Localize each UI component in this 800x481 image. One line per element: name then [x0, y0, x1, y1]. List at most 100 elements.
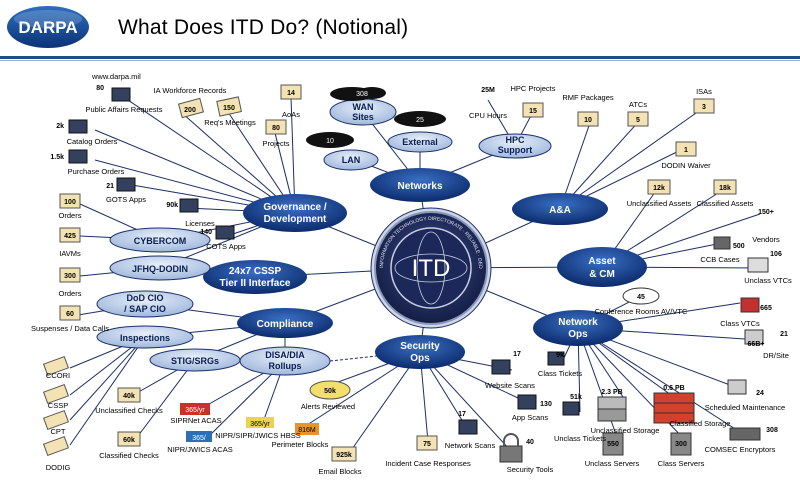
sub-cybercom: CYBERCOM — [109, 227, 211, 253]
diagram-label: ATCs — [629, 100, 647, 109]
item-labels: www.darpa.mil 80 Public Affairs Requests… — [31, 72, 792, 476]
diagram-label: 300 — [675, 441, 687, 448]
diagram-label: 365/ — [192, 435, 206, 442]
diagram-label: Req's Meetings — [204, 118, 256, 127]
folder-icon-isa: 3 — [693, 98, 715, 114]
folder-icon-incident: 75 — [416, 435, 438, 451]
folder-icon-rmf: 10 — [577, 111, 599, 127]
diagram-label: Suspenses / Data Calls — [31, 324, 109, 333]
diagram-label: 500 — [733, 243, 745, 250]
diagram-label: 300 — [64, 273, 76, 280]
diagram-label: 1.5k — [50, 154, 64, 161]
hbss-badge: 365/yr — [246, 417, 274, 428]
diagram-label: 80 — [272, 125, 280, 132]
perimeter-badge: 816M — [295, 423, 319, 435]
slide-header: DARPA What Does ITD Do? (Notional) — [0, 0, 800, 61]
diagram-label: 2.3 PB — [601, 389, 622, 396]
diagram-label: Vendors — [752, 235, 780, 244]
lock-icon — [499, 433, 523, 463]
diagram-label: Ops — [410, 353, 430, 364]
diagram-label: Classified Assets — [697, 199, 754, 208]
diagram-label: DODIN Waiver — [661, 161, 711, 170]
diagram-label: App Scans — [512, 413, 549, 422]
diagram-label: 3 — [702, 104, 706, 111]
darpa-logo: DARPA — [7, 6, 89, 48]
diagram-label: 0.6 PB — [663, 385, 684, 392]
diagram-label: Orders — [59, 211, 82, 220]
diagram-label: Classified Checks — [99, 451, 159, 460]
diagram-label: 665 — [760, 305, 772, 312]
diagram-label: 308 — [766, 427, 778, 434]
diagram-label: 308 — [356, 91, 368, 98]
diagram-label: 25M — [481, 87, 495, 94]
diagram-label: DODIG — [46, 463, 71, 472]
acas-badge: 365/ — [186, 431, 212, 442]
diagram-label: JFHQ-DODIN — [132, 264, 188, 274]
diagram-label: 24 — [756, 390, 764, 397]
diagram-label: 1 — [684, 147, 688, 154]
diagram-label: Email Blocks — [319, 467, 362, 476]
diagram-label: Unclass VTCs — [744, 276, 792, 285]
diagram-label: Scheduled Maintenance — [705, 403, 785, 412]
diagram-label: 106 — [770, 251, 782, 258]
diagram-label: 200 — [184, 107, 196, 114]
diagram-label: Website Scans — [485, 381, 535, 390]
cloud-icon-lan: 10 — [306, 132, 354, 148]
folder-icon-class-assets: 18k — [713, 179, 737, 195]
diagram-label: 14 — [287, 90, 295, 97]
diagram-label: Inspections — [120, 333, 170, 343]
diagram-label: 21 — [780, 331, 788, 338]
doc-stack-icons — [42, 355, 70, 457]
alerts-badge: 50k — [309, 380, 351, 400]
diagram-label: Perimeter Blocks — [272, 440, 329, 449]
diagram-label: COMSEC Encryptors — [705, 445, 776, 454]
diagram-label: Unclassified Checks — [95, 406, 163, 415]
header-rule-thin — [0, 60, 800, 61]
diagram-label: ISAs — [696, 87, 712, 96]
diagram-label: Catalog Orders — [67, 137, 118, 146]
diagram-label: 816M — [298, 427, 316, 434]
diagram-label: Incident Case Responses — [385, 459, 471, 468]
diagram-label: IA Workforce Records — [154, 86, 227, 95]
diagram-label: DR/Site — [763, 351, 789, 360]
diagram-label: NIPR/JWICS ACAS — [167, 445, 232, 454]
diagram-label: 150+ — [758, 209, 774, 216]
diagram-label: Unclassified Assets — [627, 199, 692, 208]
diagram-label: Networks — [397, 181, 442, 192]
itd-diagram: ITD INFORMATION TECHNOLOGY DIRECTORATE ·… — [0, 62, 792, 476]
diagram-label: Licenses — [185, 219, 215, 228]
diagram-label: CCB Cases — [700, 255, 739, 264]
diagram-label: HPC Projects — [510, 84, 555, 93]
diagram-label: RMF Packages — [562, 93, 614, 102]
hub-networks: Networks — [370, 168, 470, 202]
diagram-label: A&A — [549, 205, 571, 216]
folder-icon-req: 150 — [216, 96, 243, 117]
diagram-label: DoD CIO — [127, 293, 164, 303]
diagram-label: Support — [498, 145, 533, 155]
diagram-label: Public Affairs Requests — [86, 105, 163, 114]
diagram-label: 45 — [637, 294, 645, 301]
diagram-label: CSSP — [48, 401, 68, 410]
folder-icon-orders2: 300 — [59, 267, 81, 283]
diagram-label: COTS Apps — [206, 242, 246, 251]
diagram-label: Network — [558, 317, 598, 328]
diagram-label: 66B+ — [748, 341, 765, 348]
folder-icon-projects: 80 — [265, 119, 287, 135]
diagram-label: 25 — [416, 117, 424, 124]
diagram-label: 425 — [64, 233, 76, 240]
diagram-label: Classified Storage — [670, 419, 731, 428]
diagram-label: 9k — [556, 352, 564, 359]
diagram-label: 10 — [326, 138, 334, 145]
diagram-label: 2k — [56, 123, 64, 130]
diagram-label: External — [402, 137, 438, 147]
diagram-label: 15 — [529, 108, 537, 115]
diagram-label: Projects — [262, 139, 289, 148]
diagram-label: WAN — [353, 102, 374, 112]
diagram-label: Orders — [59, 289, 82, 298]
folder-icon-unclass-checks: 40k — [117, 387, 141, 403]
diagram-label: CPU Hours — [469, 111, 507, 120]
